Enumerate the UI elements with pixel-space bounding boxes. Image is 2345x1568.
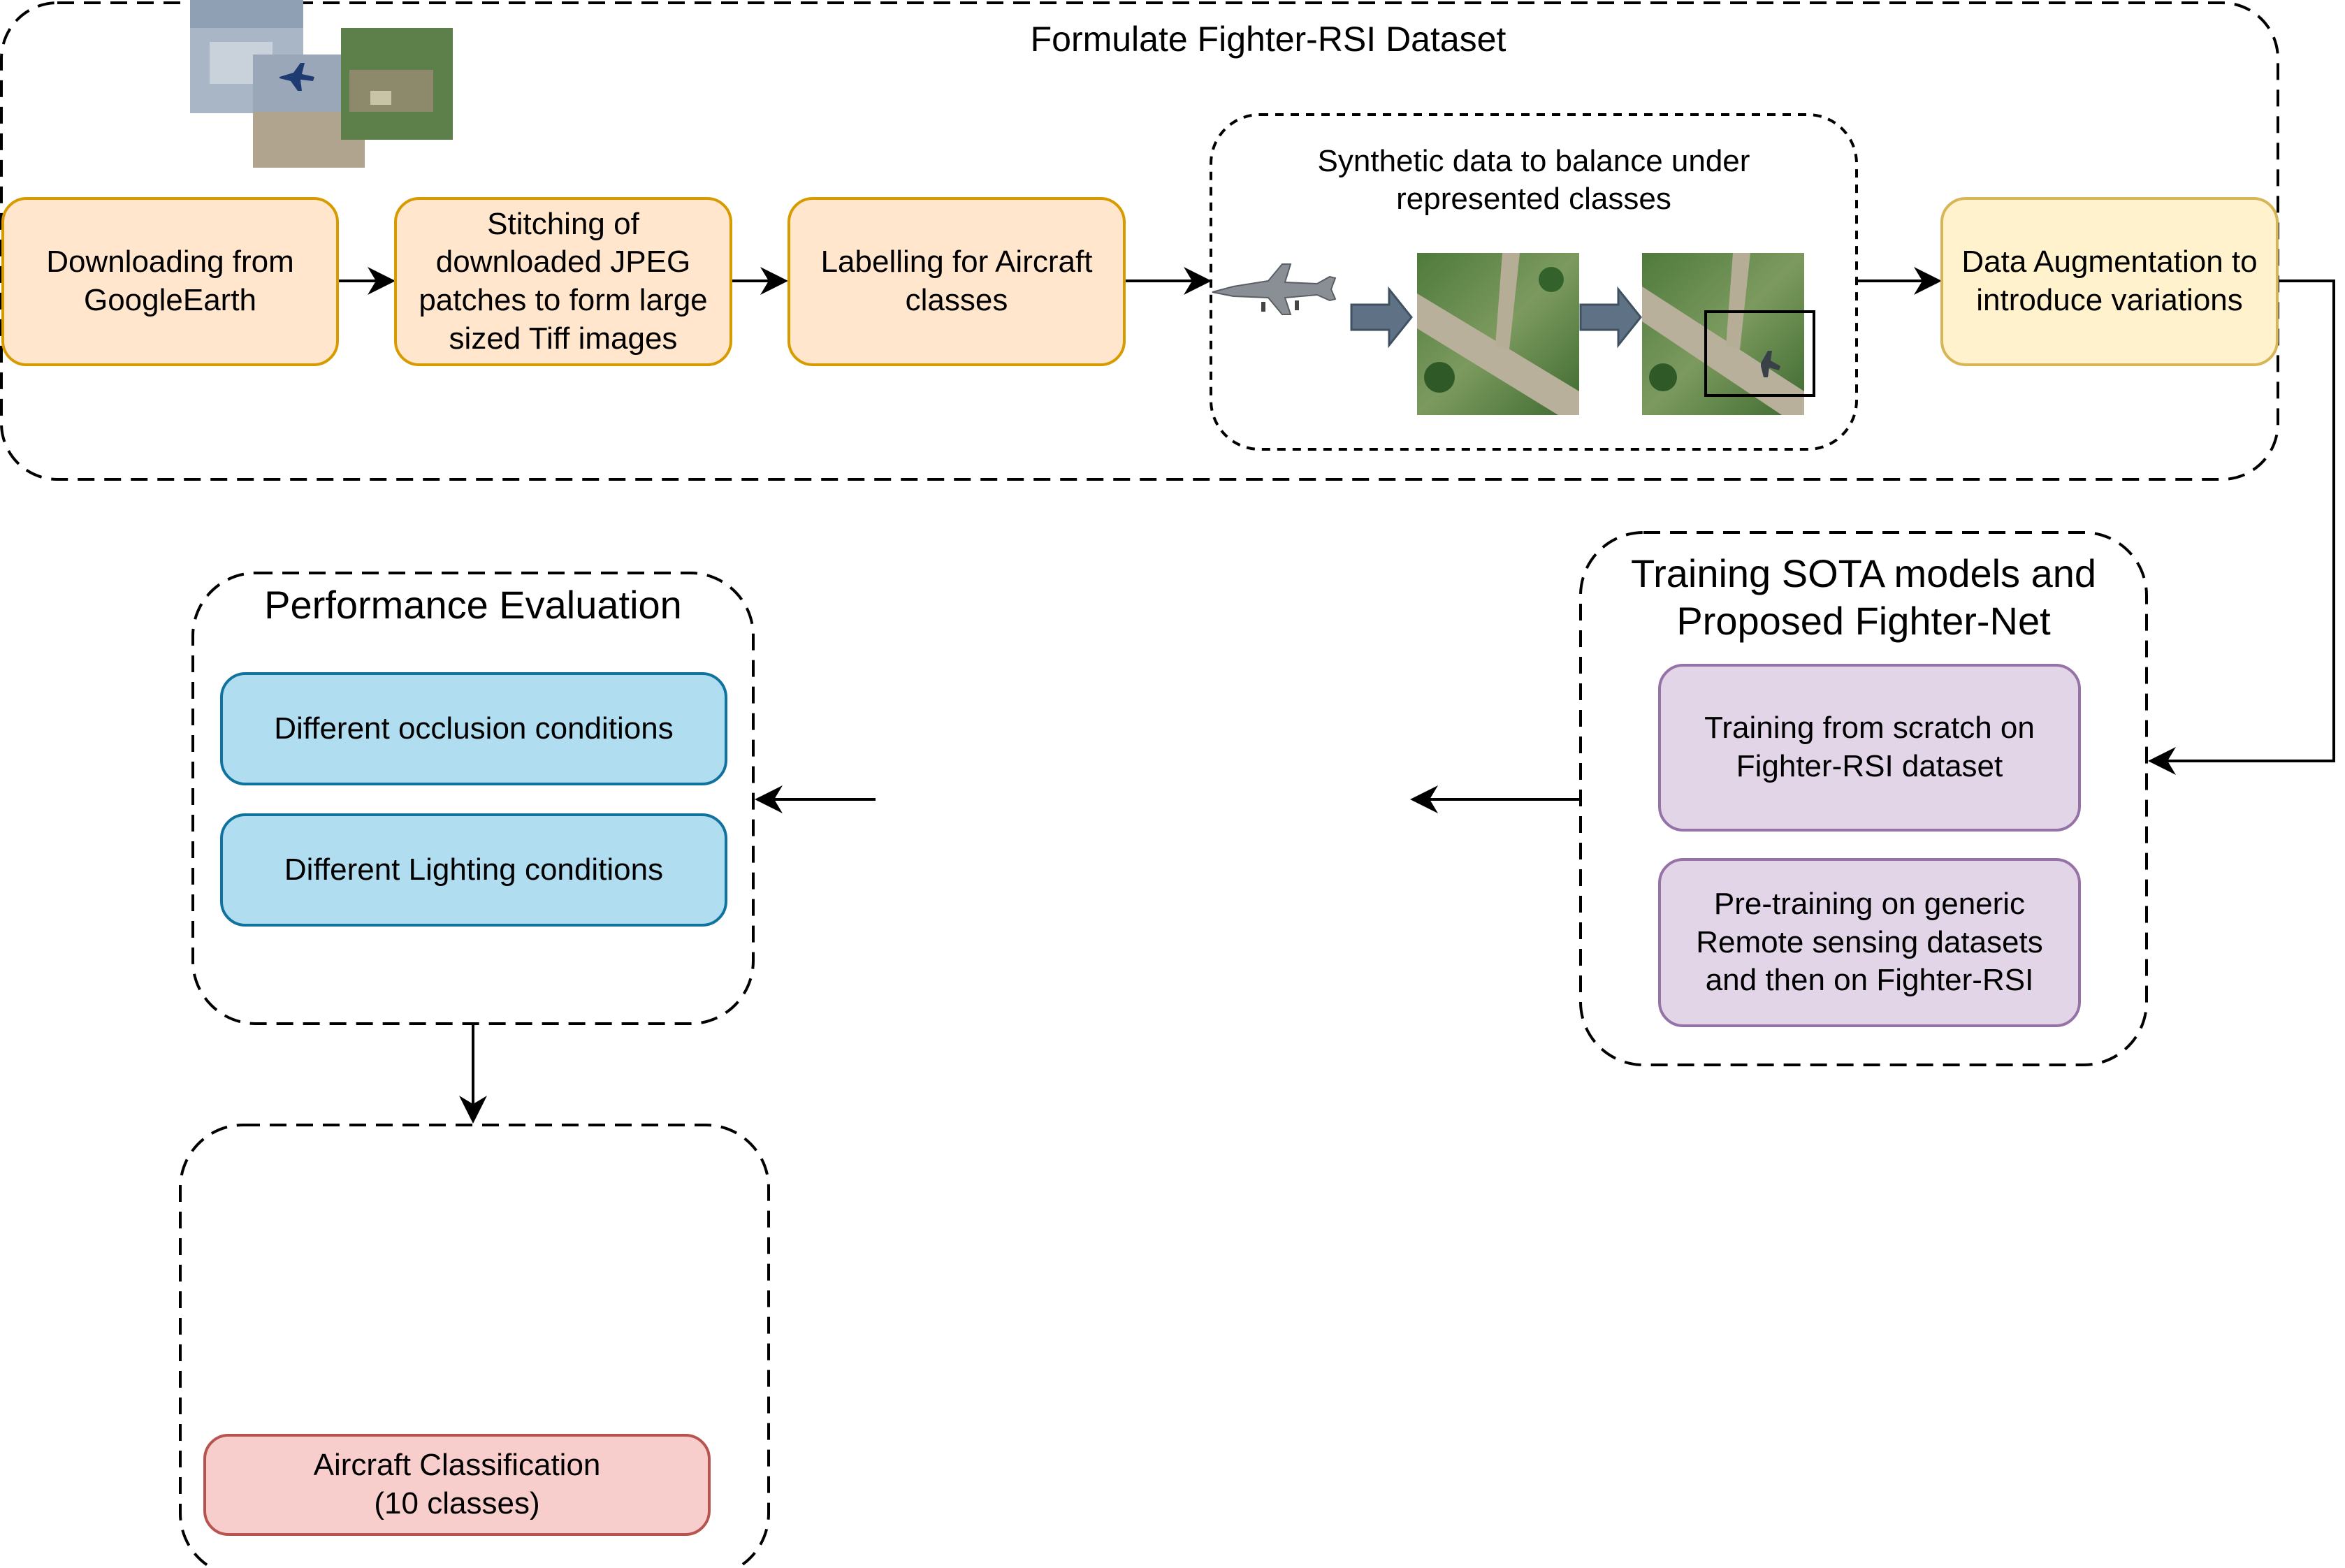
dataset-title: Formulate Fighter-RSI Dataset xyxy=(1030,19,1507,59)
grey-block-arrow-icon xyxy=(1350,286,1413,349)
aerial-runway-with-jet-image xyxy=(1642,253,1815,415)
satellite-thumbnail-images xyxy=(190,0,453,168)
synthetic-title: Synthetic data to balance under represen… xyxy=(1317,144,1750,216)
aerial-runway-image xyxy=(1417,253,1579,415)
arrow-augment-to-training xyxy=(2148,280,2335,775)
result-group-container xyxy=(179,1124,770,1568)
aircraft-classification-box: Aircraft Classification (10 classes) xyxy=(203,1434,711,1536)
occlusion-condition-box: Different occlusion conditions xyxy=(220,672,727,785)
grey-block-arrow-icon xyxy=(1579,286,1642,349)
training-title: Training SOTA models and Proposed Fighte… xyxy=(1630,551,2097,643)
download-step-box: Downloading from GoogleEarth xyxy=(1,197,339,366)
evaluation-group-container xyxy=(191,572,755,1025)
evaluation-title: Performance Evaluation xyxy=(264,582,682,627)
augment-step-box: Data Augmentation to introduce variation… xyxy=(1940,197,2279,366)
lighting-condition-box: Different Lighting conditions xyxy=(220,813,727,927)
stitch-step-box: Stitching of downloaded JPEG patches to … xyxy=(394,197,732,366)
pretrain-box: Pre-training on generic Remote sensing d… xyxy=(1658,858,2081,1027)
label-step-box: Labelling for Aircraft classes xyxy=(787,197,1126,366)
fighter-jet-icon xyxy=(1212,263,1337,315)
train-scratch-box: Training from scratch on Fighter-RSI dat… xyxy=(1658,664,2081,832)
